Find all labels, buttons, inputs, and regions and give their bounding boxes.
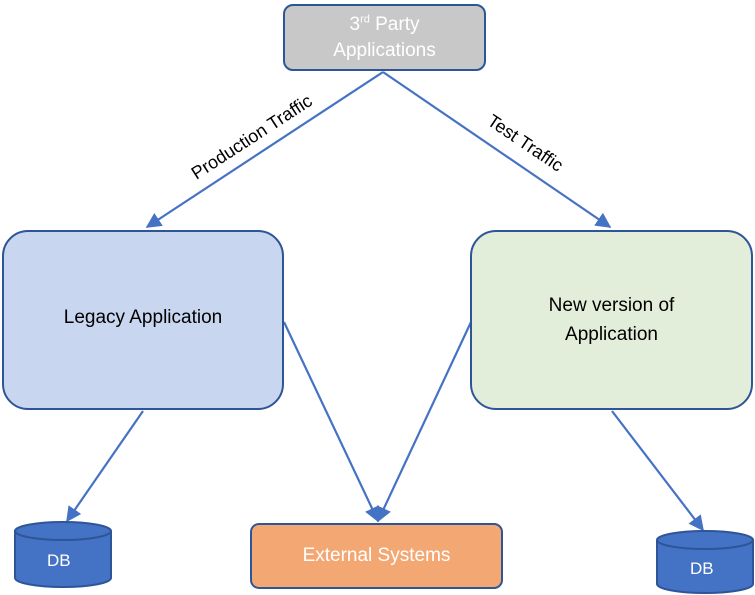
legacy-application-node: Legacy Application: [2, 230, 284, 410]
legacy-to-external-arrow: [283, 321, 380, 523]
new-to-external-arrow: [376, 321, 472, 523]
test-traffic-arrow: [382, 71, 612, 228]
legacy-to-db-arrow: [66, 410, 144, 523]
external-systems-label: External Systems: [302, 545, 451, 566]
production-traffic-arrow: [145, 71, 384, 228]
db-right-cylinder: DB: [656, 530, 754, 594]
new-to-db-arrow: [611, 410, 704, 532]
new-version-line1: New version of: [548, 295, 675, 316]
legacy-application-label: Legacy Application: [63, 307, 223, 328]
third-party-party-word: Party: [369, 13, 420, 35]
production-traffic-label: Production Traffic: [188, 91, 316, 184]
third-party-applications-node: 3rd Party Applications: [283, 4, 486, 71]
external-systems-node: External Systems: [250, 523, 503, 589]
db-left-label: DB: [47, 551, 71, 570]
third-party-number: 3: [349, 13, 361, 35]
db-left-cylinder: DB: [14, 521, 112, 588]
third-party-line2: Applications: [333, 39, 436, 61]
test-traffic-label: Test Traffic: [484, 110, 567, 175]
new-version-line2: Application: [565, 324, 658, 345]
new-version-application-node: New version of Application: [470, 230, 753, 410]
third-party-ordinal: rd: [360, 13, 370, 26]
db-right-label: DB: [690, 559, 714, 578]
third-party-line1: 3rd Party: [350, 12, 420, 38]
